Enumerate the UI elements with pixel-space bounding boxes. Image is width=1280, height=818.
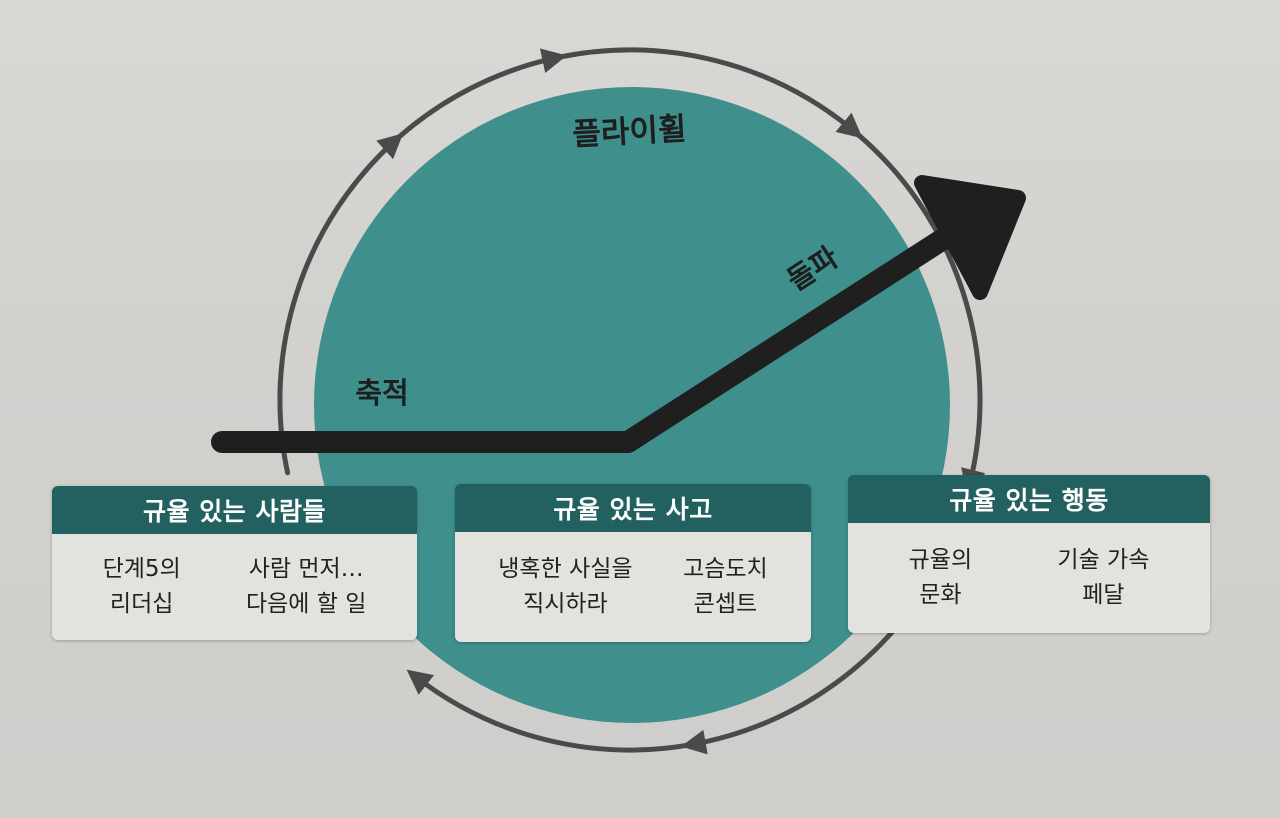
box-line: 다음에 할 일 — [245, 591, 367, 617]
box-column: 단계5의 리더십 — [103, 555, 181, 619]
flywheel-title: 플라이휠 — [572, 111, 688, 153]
box-header: 규율 있는 사람들 — [52, 486, 417, 534]
box-column: 규율의 문화 — [909, 546, 972, 610]
box-line: 리더십 — [109, 591, 174, 617]
box-disciplined-action: 규율 있는 행동 규율의 문화 기술 가속 페달 — [848, 475, 1210, 633]
box-line: 페달 — [1082, 582, 1125, 608]
box-line: 직시하라 — [523, 591, 608, 617]
box-disciplined-people: 규율 있는 사람들 단계5의 리더십 사람 먼저… 다음에 할 일 — [52, 486, 417, 640]
box-header: 규율 있는 행동 — [848, 475, 1210, 523]
box-line: 문화 — [919, 582, 962, 608]
box-body: 단계5의 리더십 사람 먼저… 다음에 할 일 — [52, 534, 417, 640]
box-column: 사람 먼저… 다음에 할 일 — [246, 555, 366, 619]
box-column: 고슴도치 콘셉트 — [683, 555, 768, 619]
box-line: 고슴도치 — [683, 556, 768, 583]
box-disciplined-thought: 규율 있는 사고 냉혹한 사실을 직시하라 고슴도치 콘셉트 — [455, 484, 811, 642]
box-line: 사람 먼저… — [248, 556, 364, 583]
cycle-arrow-segment — [393, 48, 567, 143]
accumulation-label: 축적 — [355, 376, 408, 410]
box-header: 규율 있는 사고 — [455, 484, 811, 532]
cycle-arrow-segment — [406, 669, 694, 753]
accumulation-breakthrough-path — [211, 212, 979, 453]
breakthrough-arrowhead — [914, 175, 1026, 300]
box-line: 규율의 — [908, 547, 973, 574]
box-line: 냉혹한 사실을 — [498, 556, 633, 583]
box-body: 규율의 문화 기술 가속 페달 — [848, 523, 1210, 633]
cycle-arrow-segment — [277, 133, 404, 476]
cycle-arrow-segment — [554, 47, 863, 139]
box-body: 냉혹한 사실을 직시하라 고슴도치 콘셉트 — [455, 532, 811, 642]
flywheel-cycle-ring — [277, 47, 986, 755]
box-line: 기술 가속 — [1057, 547, 1150, 574]
box-line: 단계5의 — [102, 556, 181, 583]
box-column: 기술 가속 페달 — [1057, 546, 1149, 610]
box-line: 콘셉트 — [693, 591, 758, 617]
cycle-arrow-segment — [852, 129, 986, 495]
box-column: 냉혹한 사실을 직시하라 — [498, 555, 632, 619]
